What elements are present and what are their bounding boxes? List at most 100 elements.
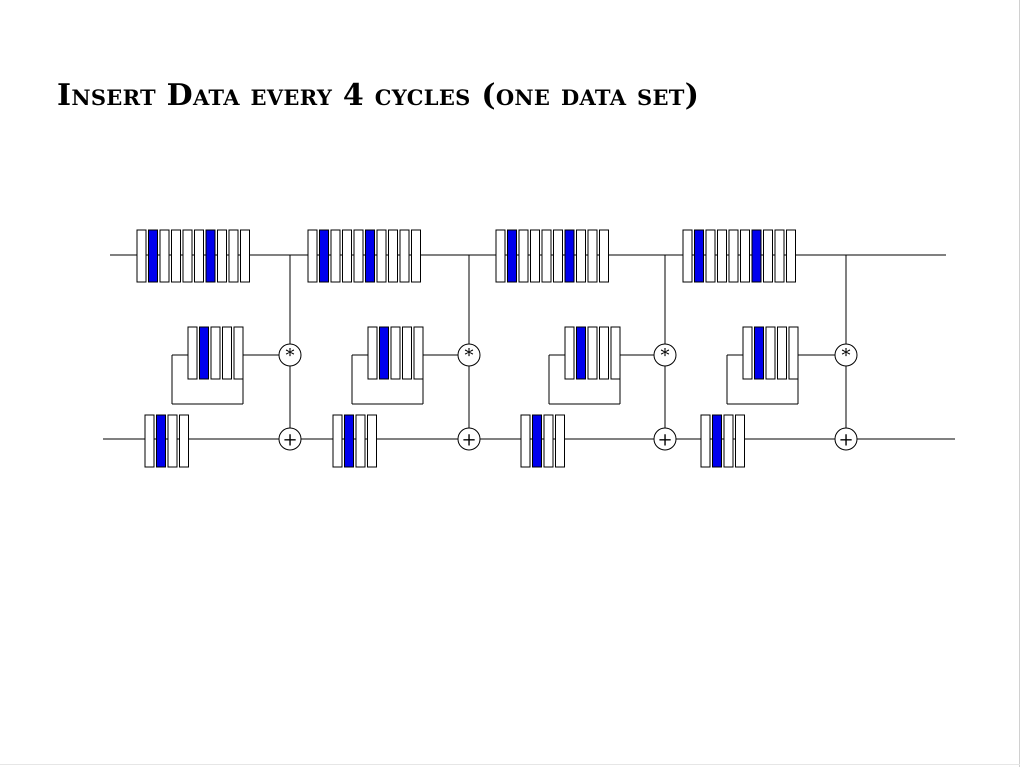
register-cell [355,414,366,468]
register-cell [194,229,204,283]
output-shift-register [332,414,377,468]
register-cell [342,229,352,283]
register-cell [599,229,609,283]
multiplier-node: * [653,343,677,367]
register-cell [367,326,378,380]
multiplier-node-symbol: * [465,346,474,367]
register-cell [159,229,170,283]
register-cell-active [694,229,704,283]
register-cell-active [754,326,764,380]
register-cell [700,414,711,468]
output-shift-register [520,414,565,468]
adder-node: + [457,427,481,451]
register-cell [376,229,387,283]
register-cell [543,414,554,468]
register-cell [330,229,341,283]
register-cell [332,414,343,468]
multiplier-node: * [278,343,302,367]
register-cell-active [344,414,354,468]
register-cell [587,229,598,283]
multiplier-node-circle [834,343,858,367]
register-cell [555,414,565,468]
register-cell [210,326,221,380]
register-cell [390,326,401,380]
output-shift-register [144,414,189,468]
multiplier-node: * [457,343,481,367]
adder-node-symbol: + [838,430,853,451]
register-cell-active [205,229,216,283]
register-cell [518,229,529,283]
register-cell [717,229,727,283]
adder-node-circle [653,427,677,451]
register-cell [520,414,531,468]
register-cell [353,229,364,283]
register-cell [179,414,189,468]
adder-node-symbol: + [461,430,476,451]
adder-node-symbol: + [282,430,297,451]
adder-node-symbol: + [657,430,672,451]
multiplier-node-circle [278,343,302,367]
register-cell [388,229,398,283]
slide-right-edge [1019,0,1020,767]
register-cell [610,326,621,380]
register-cell-active [379,326,389,380]
register-cell [728,229,739,283]
input-shift-register [307,229,421,283]
coefficient-shift-register [187,326,244,380]
register-cell [740,229,750,283]
register-cell-active [712,414,722,468]
adder-node-circle [834,427,858,451]
adder-node-circle [457,427,481,451]
register-cell [144,414,155,468]
input-shift-register [495,229,609,283]
register-cell-active [148,229,158,283]
coefficient-shift-register [742,326,799,380]
coefficient-shift-register [367,326,424,380]
slide-title: Insert Data every 4 cycles (one data set… [57,78,700,113]
adder-node: + [653,427,677,451]
register-cell [788,326,799,380]
register-cell-active [319,229,329,283]
register-cell [411,229,421,283]
adder-node: + [834,427,858,451]
register-cell-active [751,229,762,283]
register-cell [367,414,377,468]
multiplier-node: * [834,343,858,367]
register-cell-active [564,229,575,283]
adder-node-circle [278,427,302,451]
register-cell [495,229,506,283]
register-cell [187,326,198,380]
multiplier-node-circle [653,343,677,367]
register-cell [786,229,796,283]
register-cell [307,229,318,283]
register-cell [723,414,734,468]
register-cell [182,229,193,283]
input-shift-register [682,229,796,283]
register-cell [530,229,540,283]
register-cell [171,229,181,283]
multiplier-node-symbol: * [842,346,851,367]
register-cell [576,229,586,283]
register-cell-active [365,229,375,283]
register-cell-active [576,326,586,380]
register-cell-active [156,414,166,468]
register-cell [599,326,609,380]
register-cell [402,326,412,380]
register-cell [222,326,232,380]
register-cell [763,229,773,283]
multiplier-node-circle [457,343,481,367]
register-cell-active [532,414,542,468]
register-cell [682,229,693,283]
register-cell [399,229,410,283]
register-cell [777,326,787,380]
register-cell [541,229,552,283]
register-cell [553,229,563,283]
adder-node: + [278,427,302,451]
register-cell [217,229,227,283]
slide-bottom-edge [0,764,1020,765]
coefficient-shift-register [564,326,621,380]
input-shift-register [136,229,250,283]
register-cell [742,326,753,380]
